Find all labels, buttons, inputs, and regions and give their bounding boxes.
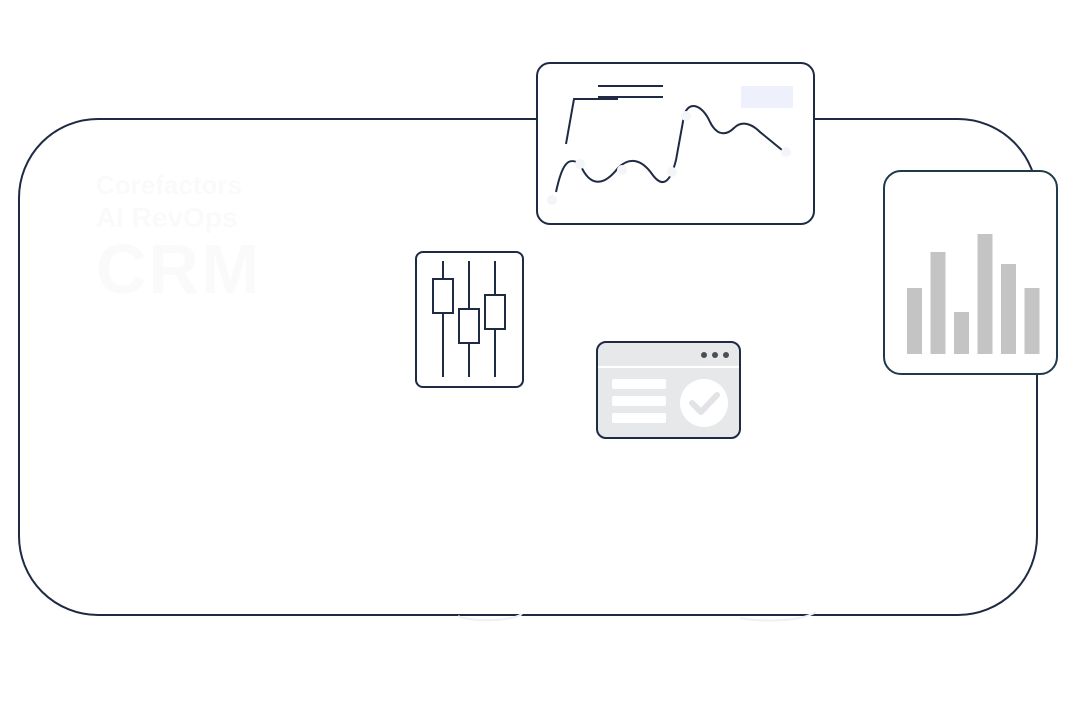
bottom-decoration (457, 611, 817, 622)
window-dot (701, 352, 707, 358)
decor-curve (457, 613, 523, 622)
main-rounded-frame (18, 118, 1038, 616)
decor-curve (739, 611, 817, 622)
brand-tagline: AI RevOps (96, 202, 238, 233)
bar-chart-card (883, 170, 1058, 375)
line-chart-card (536, 62, 815, 225)
text-line (612, 379, 666, 389)
axis-line (565, 98, 618, 145)
data-point (681, 111, 691, 121)
data-point (781, 147, 791, 157)
trend-line (555, 105, 783, 193)
text-line (612, 396, 666, 406)
equalizer-sliders-icon (432, 261, 506, 377)
window-dot (723, 352, 729, 358)
slider-knob (432, 278, 454, 314)
data-point (617, 165, 627, 175)
bar (930, 252, 946, 354)
brand-name: Corefactors (96, 170, 242, 200)
task-window-card (596, 341, 741, 439)
check-icon (689, 392, 720, 415)
data-point (575, 159, 585, 169)
bar (1001, 264, 1016, 354)
accent-rect (741, 86, 793, 108)
line-chart-icon (547, 85, 793, 205)
brand-product: CRM (96, 230, 262, 308)
task-window-check-icon (598, 352, 739, 427)
bar (907, 288, 922, 354)
data-point (547, 195, 557, 205)
slider-knob (484, 294, 506, 330)
bar (954, 312, 969, 354)
equalizer-card (415, 251, 524, 388)
bar (977, 234, 993, 354)
check-circle (680, 379, 728, 427)
data-point (667, 167, 677, 177)
window-dot (712, 352, 718, 358)
text-line (612, 413, 666, 423)
brand-watermark: Corefactors AI RevOps CRM (96, 172, 261, 304)
bar-chart-icon (907, 234, 1040, 354)
slider-knob (458, 308, 480, 344)
bar (1024, 288, 1040, 354)
